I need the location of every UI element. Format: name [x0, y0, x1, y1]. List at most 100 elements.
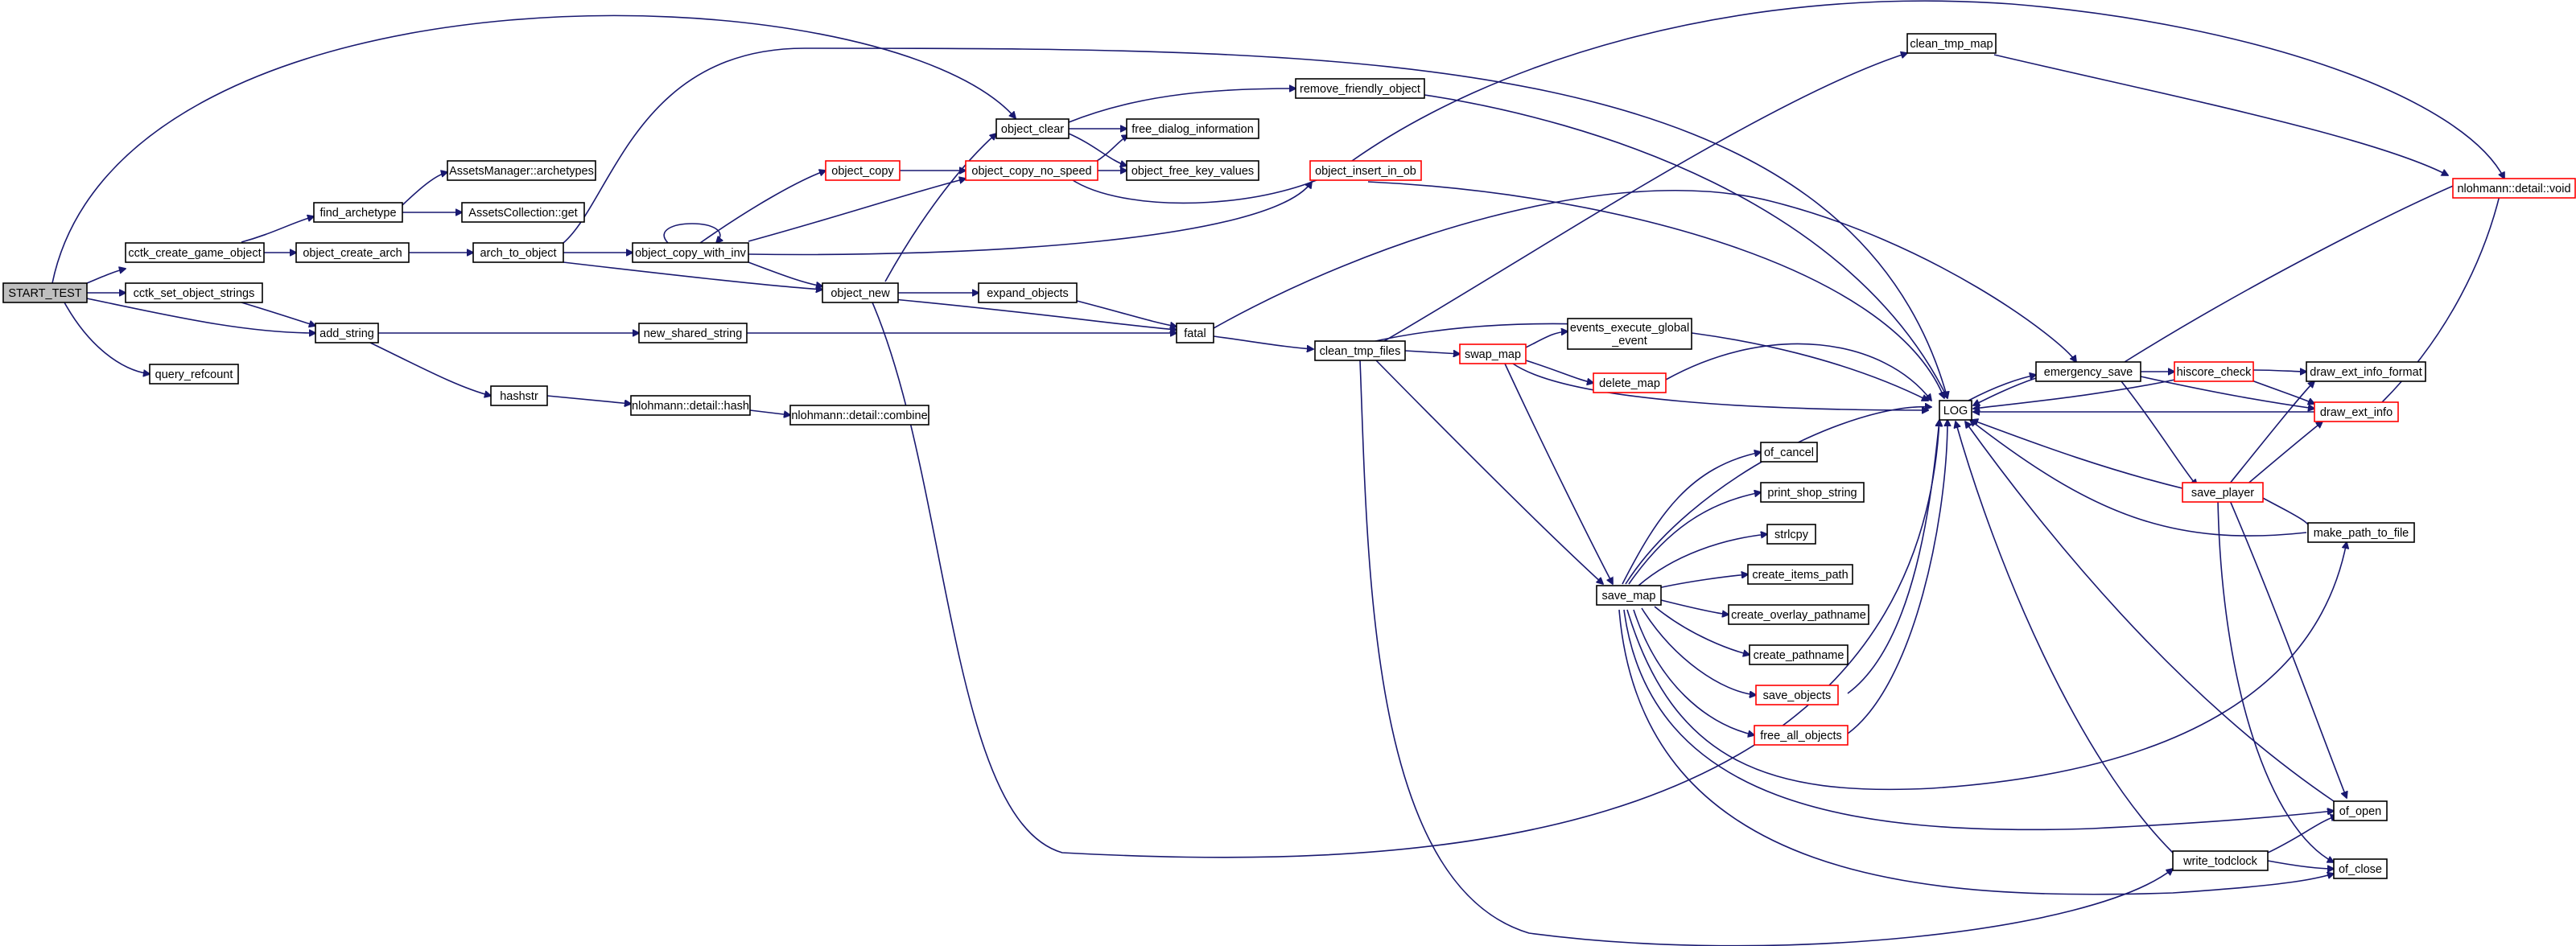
node-create_overlay_pathname[interactable]: create_overlay_pathname — [1728, 604, 1869, 625]
node-box-nlohmann_hash[interactable] — [630, 395, 751, 416]
node-delete_map[interactable]: delete_map — [1593, 372, 1667, 393]
node-arch_to_object[interactable]: arch_to_object — [472, 242, 564, 263]
node-box-add_string[interactable] — [315, 323, 379, 343]
node-box-hashstr[interactable] — [490, 385, 548, 406]
node-box-query_refcount[interactable] — [149, 364, 239, 385]
node-box-object_insert_in_ob[interactable] — [1309, 160, 1422, 181]
node-clean_tmp_map[interactable]: clean_tmp_map — [1906, 33, 1997, 54]
node-new_shared_string[interactable]: new_shared_string — [638, 323, 748, 343]
node-box-free_dialog_information[interactable] — [1126, 118, 1259, 139]
node-box-of_close[interactable] — [2333, 858, 2388, 879]
node-create_pathname[interactable]: create_pathname — [1749, 644, 1849, 665]
node-box-nlohmann_void[interactable] — [2452, 178, 2576, 199]
node-nlohmann_hash[interactable]: nlohmann::detail::hash — [630, 395, 751, 416]
node-start_test[interactable]: START_TEST — [2, 282, 88, 303]
node-object_free_key_values[interactable]: object_free_key_values — [1126, 160, 1259, 181]
node-box-clean_tmp_files[interactable] — [1314, 340, 1406, 361]
node-object_create_arch[interactable]: object_create_arch — [295, 242, 410, 263]
node-box-strlcpy[interactable] — [1766, 524, 1816, 545]
node-box-delete_map[interactable] — [1593, 372, 1667, 393]
node-box-of_open[interactable] — [2333, 800, 2388, 821]
node-box-remove_friendly_object[interactable] — [1295, 78, 1425, 99]
node-box-log[interactable] — [1939, 400, 1972, 421]
node-query_refcount[interactable]: query_refcount — [149, 364, 239, 385]
node-object_clear[interactable]: object_clear — [995, 118, 1070, 139]
node-assetscollection_get[interactable]: AssetsCollection::get — [461, 202, 585, 223]
node-box-draw_ext_info_format[interactable] — [2306, 361, 2426, 382]
node-box-assetsmanager_archetypes[interactable] — [447, 160, 596, 181]
node-box-create_pathname[interactable] — [1749, 644, 1849, 665]
node-box-nlohmann_combine[interactable] — [789, 405, 929, 426]
node-box-new_shared_string[interactable] — [638, 323, 748, 343]
node-object_copy_no_speed[interactable]: object_copy_no_speed — [965, 160, 1098, 181]
node-box-save_map[interactable] — [1596, 585, 1662, 606]
node-write_todclock[interactable]: write_todclock — [2172, 850, 2269, 871]
node-strlcpy[interactable]: strlcpy — [1766, 524, 1816, 545]
node-object_copy[interactable]: object_copy — [825, 160, 901, 181]
node-assetsmanager_archetypes[interactable]: AssetsManager::archetypes — [447, 160, 596, 181]
node-nlohmann_void[interactable]: nlohmann::detail::void — [2452, 178, 2576, 199]
node-create_items_path[interactable]: create_items_path — [1747, 564, 1853, 585]
node-free_dialog_information[interactable]: free_dialog_information — [1126, 118, 1259, 139]
node-box-fatal[interactable] — [1176, 323, 1214, 343]
node-box-arch_to_object[interactable] — [472, 242, 564, 263]
node-box-object_free_key_values[interactable] — [1126, 160, 1259, 181]
node-box-hiscore_check[interactable] — [2174, 361, 2254, 382]
node-cctk_create_game_object[interactable]: cctk_create_game_object — [125, 242, 265, 263]
node-of_open[interactable]: of_open — [2333, 800, 2388, 821]
node-box-cctk_create_game_object[interactable] — [125, 242, 265, 263]
node-box-save_objects[interactable] — [1755, 685, 1839, 705]
node-events_execute_global_event[interactable]: events_execute_global_event — [1567, 318, 1692, 350]
node-of_cancel[interactable]: of_cancel — [1760, 442, 1818, 463]
node-find_archetype[interactable]: find_archetype — [313, 202, 403, 223]
node-save_map[interactable]: save_map — [1596, 585, 1662, 606]
node-box-object_clear[interactable] — [995, 118, 1070, 139]
node-box-object_create_arch[interactable] — [295, 242, 410, 263]
node-box-create_items_path[interactable] — [1747, 564, 1853, 585]
node-nlohmann_combine[interactable]: nlohmann::detail::combine — [789, 405, 929, 426]
node-make_path_to_file[interactable]: make_path_to_file — [2307, 522, 2415, 543]
node-box-draw_ext_info[interactable] — [2314, 401, 2399, 422]
node-swap_map[interactable]: swap_map — [1459, 343, 1527, 364]
node-box-find_archetype[interactable] — [313, 202, 403, 223]
node-clean_tmp_files[interactable]: clean_tmp_files — [1314, 340, 1406, 361]
node-box-object_copy[interactable] — [825, 160, 901, 181]
node-hashstr[interactable]: hashstr — [490, 385, 548, 406]
node-box-swap_map[interactable] — [1459, 343, 1527, 364]
node-object_insert_in_ob[interactable]: object_insert_in_ob — [1309, 160, 1422, 181]
node-draw_ext_info[interactable]: draw_ext_info — [2314, 401, 2399, 422]
node-emergency_save[interactable]: emergency_save — [2035, 361, 2141, 382]
node-print_shop_string[interactable]: print_shop_string — [1760, 482, 1865, 503]
node-expand_objects[interactable]: expand_objects — [978, 282, 1078, 303]
node-box-clean_tmp_map[interactable] — [1906, 33, 1997, 54]
node-box-free_all_objects[interactable] — [1754, 725, 1849, 746]
node-object_copy_with_inv[interactable]: object_copy_with_inv — [632, 242, 749, 263]
node-fatal[interactable]: fatal — [1176, 323, 1214, 343]
node-box-create_overlay_pathname[interactable] — [1728, 604, 1869, 625]
node-draw_ext_info_format[interactable]: draw_ext_info_format — [2306, 361, 2426, 382]
node-cctk_set_object_strings[interactable]: cctk_set_object_strings — [125, 282, 263, 303]
node-box-events_execute_global_event[interactable] — [1567, 318, 1692, 350]
node-box-start_test[interactable] — [2, 282, 88, 303]
node-box-of_cancel[interactable] — [1760, 442, 1818, 463]
node-box-object_new[interactable] — [822, 282, 899, 303]
node-box-expand_objects[interactable] — [978, 282, 1078, 303]
node-free_all_objects[interactable]: free_all_objects — [1754, 725, 1849, 746]
node-box-save_player[interactable] — [2182, 482, 2264, 503]
node-box-object_copy_with_inv[interactable] — [632, 242, 749, 263]
node-box-print_shop_string[interactable] — [1760, 482, 1865, 503]
node-of_close[interactable]: of_close — [2333, 858, 2388, 879]
node-box-make_path_to_file[interactable] — [2307, 522, 2415, 543]
node-box-object_copy_no_speed[interactable] — [965, 160, 1098, 181]
node-hiscore_check[interactable]: hiscore_check — [2174, 361, 2254, 382]
node-box-assetscollection_get[interactable] — [461, 202, 585, 223]
node-box-cctk_set_object_strings[interactable] — [125, 282, 263, 303]
node-box-emergency_save[interactable] — [2035, 361, 2141, 382]
node-remove_friendly_object[interactable]: remove_friendly_object — [1295, 78, 1425, 99]
node-object_new[interactable]: object_new — [822, 282, 899, 303]
node-box-write_todclock[interactable] — [2172, 850, 2269, 871]
node-save_objects[interactable]: save_objects — [1755, 685, 1839, 705]
node-log[interactable]: LOG — [1939, 400, 1972, 421]
node-add_string[interactable]: add_string — [315, 323, 379, 343]
node-save_player[interactable]: save_player — [2182, 482, 2264, 503]
